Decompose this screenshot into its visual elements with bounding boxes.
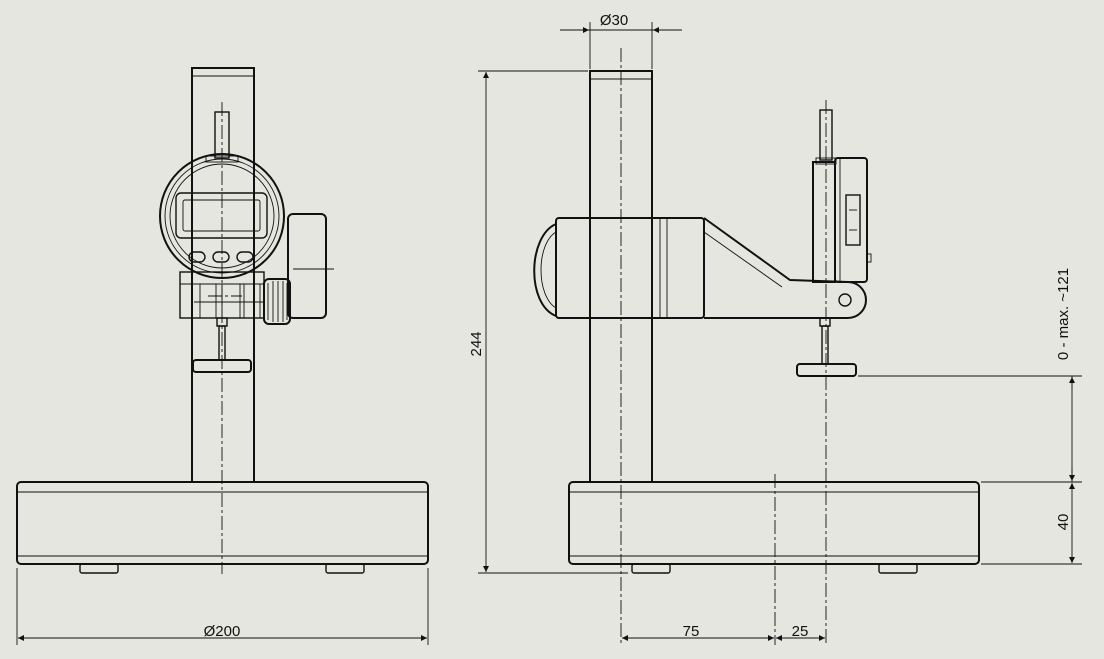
dim-label-offset-column: 75	[683, 623, 700, 640]
front-dial-button-1	[188, 251, 206, 263]
side-foot-left	[631, 563, 671, 574]
dim-label-base-diameter: Ø200	[204, 623, 241, 640]
front-dial-button-2	[212, 251, 230, 263]
dim-label-measuring-range: 0 - max. ~121	[1055, 268, 1072, 360]
dim-measuring-range: 0 - max. ~121	[858, 268, 1082, 483]
front-clamp-knob	[263, 278, 291, 325]
front-side-disc	[287, 213, 327, 319]
side-probe-tip	[796, 363, 857, 377]
front-view	[16, 67, 429, 574]
front-dial-button-3	[236, 251, 254, 263]
dim-column-diameter: Ø30	[560, 12, 682, 69]
dim-total-height: 244	[468, 70, 628, 574]
dim-base-diameter: Ø200	[16, 568, 429, 645]
side-dial-body	[812, 161, 836, 283]
dim-label-base-height: 40	[1055, 514, 1072, 531]
side-base	[568, 481, 980, 565]
side-arm-block	[555, 217, 705, 319]
side-view	[533, 48, 980, 645]
front-foot-right	[325, 563, 365, 574]
front-column	[191, 67, 255, 483]
dim-base-height: 40	[981, 483, 1082, 565]
side-foot-right	[878, 563, 918, 574]
side-probe-spindle	[819, 317, 831, 327]
side-arm-screw	[838, 293, 852, 307]
side-clamp-knob	[533, 223, 557, 317]
dim-label-total-height: 244	[468, 331, 485, 356]
front-foot-left	[79, 563, 119, 574]
dim-horizontal-offsets: 75 25	[622, 623, 825, 641]
front-lcd-window	[175, 192, 268, 239]
side-arm-extension	[703, 217, 867, 319]
front-base	[16, 481, 429, 565]
dim-label-offset-probe: 25	[792, 623, 809, 640]
dim-label-column-diameter: Ø30	[600, 12, 628, 29]
